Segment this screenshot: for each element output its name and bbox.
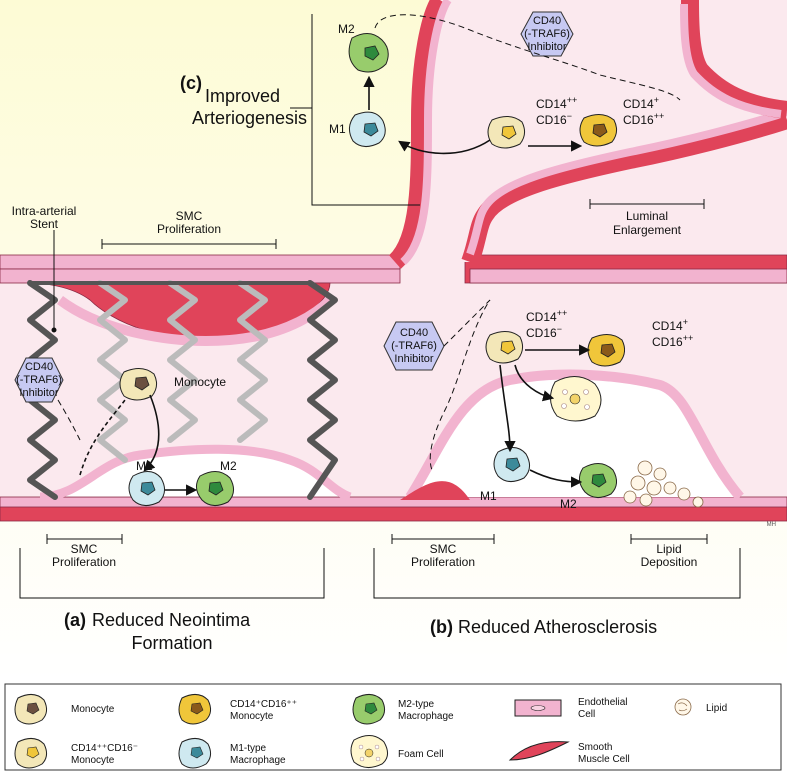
legend-monocyte-label: Monocyte: [71, 704, 115, 715]
panel-b-letter: (b): [430, 617, 453, 637]
inhibitor-hexagon-a: CD40 (-TRAF6) Inhibitor: [14, 357, 64, 403]
intermediate-monocyte-c: [579, 114, 618, 147]
inhibitor-a-line1: CD40: [25, 361, 53, 373]
m2-macrophage-a: [196, 471, 234, 506]
legend-lipid-label: Lipid: [706, 703, 727, 714]
legend-smc-label-1: Smooth: [578, 742, 612, 753]
legend-m1-label-2: Macrophage: [230, 755, 286, 766]
stent-label-1: Intra-arterial: [12, 204, 77, 218]
m1-macrophage-b: [493, 447, 530, 482]
classical-monocyte-b: [485, 331, 524, 364]
inhibitor-c-line3: Inhibitor: [527, 41, 566, 53]
legend-m1-label-1: M1-type: [230, 743, 267, 754]
legend-foam-cell-icon: [350, 735, 388, 768]
panel-c-title-line2: Arteriogenesis: [192, 108, 307, 128]
legend-cd14-cd16-label-1: CD14⁺CD16⁺⁺: [230, 699, 297, 710]
legend-monocyte-icon: [14, 694, 48, 725]
m2-label-b: M2: [560, 497, 577, 511]
legend-m1-macrophage-icon: [178, 738, 212, 769]
monocyte-a: [119, 368, 158, 401]
panel-c-letter: (c): [180, 73, 202, 93]
legend-endothelial-label-2: Cell: [578, 709, 595, 720]
legend-smooth-muscle-cell-icon: [508, 741, 570, 761]
panel-a-letter: (a): [64, 610, 86, 630]
brackets: [19, 14, 741, 599]
legend-lipid-icon: [674, 698, 692, 716]
inhibitor-c-line2: (-TRAF6): [524, 28, 570, 40]
inhibitor-b-line2: (-TRAF6): [391, 340, 437, 352]
cd16pp-label-c: CD16++: [623, 111, 664, 127]
legend-endothelial-cell-icon: [514, 699, 562, 717]
legend-classical-label-1: CD14⁺⁺CD16⁻: [71, 743, 138, 754]
m1-label-b: M1: [480, 489, 497, 503]
stent: [27, 280, 338, 500]
m2-label-a: M2: [220, 459, 237, 473]
stent-label-2: Stent: [30, 217, 59, 231]
smc-a-label-1: SMC: [71, 542, 98, 556]
smc-b-label-2: Proliferation: [411, 555, 475, 569]
classical-monocyte-c: [487, 116, 526, 149]
cd16m-label-b: CD16−: [526, 324, 562, 340]
m2-macrophage-c: [348, 33, 389, 73]
smc-top-label-1: SMC: [176, 209, 203, 223]
m2-macrophage-b: [579, 463, 617, 498]
monocyte-label-a: Monocyte: [174, 375, 226, 389]
cd14p-label-b: CD14+: [652, 317, 688, 333]
labels: (c) Improved Arteriogenesis M2 M1 CD14++…: [12, 22, 776, 653]
legend-endothelial-label-1: Endothelial: [578, 697, 627, 708]
smc-b-label-1: SMC: [430, 542, 457, 556]
plaque-right: [400, 369, 744, 501]
legend-classical-monocyte-icon: [14, 738, 48, 769]
panel-a-title-line1: Reduced Neointima: [92, 610, 251, 630]
inhibitor-a-line2: (-TRAF6): [16, 374, 62, 386]
signature: MH: [767, 522, 776, 528]
m1-macrophage-a: [128, 471, 165, 506]
arrows: [79, 75, 591, 496]
smc-a-label-2: Proliferation: [52, 555, 116, 569]
m2-label-c: M2: [338, 22, 355, 36]
inhibitor-a-line3: Inhibitor: [19, 387, 58, 399]
panel-b-title: Reduced Atherosclerosis: [458, 617, 657, 637]
cd16pp-label-b: CD16++: [652, 333, 693, 349]
lipid-droplets: [623, 460, 704, 508]
m1-macrophage-c: [349, 111, 386, 147]
foam-cell-b: [550, 376, 602, 422]
legend-classical-label-2: Monocyte: [71, 755, 115, 766]
lipid-label-1: Lipid: [656, 542, 681, 556]
intermediate-monocyte-b: [587, 334, 626, 367]
panel-c-title-line1: Improved: [205, 86, 280, 106]
smc-top-label-2: Proliferation: [157, 222, 221, 236]
cd16m-label-c: CD16−: [536, 111, 572, 127]
cd14pp-label-c: CD14++: [536, 95, 577, 111]
dashed-links: [57, 14, 681, 471]
legend-cd14-cd16-label-2: Monocyte: [230, 711, 274, 722]
inhibitor-b-line1: CD40: [400, 327, 428, 339]
legend-m2-macrophage-icon: [352, 694, 386, 725]
lipid-label-2: Deposition: [641, 555, 698, 569]
cd14p-label-c: CD14+: [623, 95, 659, 111]
legend-smc-label-2: Muscle Cell: [578, 754, 630, 765]
luminal-label-1: Luminal: [626, 209, 668, 223]
inhibitor-c-line1: CD40: [533, 15, 561, 27]
luminal-label-2: Enlargement: [613, 223, 682, 237]
panel-a-title-line2: Formation: [131, 633, 212, 653]
legend-cd14-cd16-monocyte-icon: [178, 694, 212, 725]
cd14pp-label-b: CD14++: [526, 308, 567, 324]
legend: Monocyte CD14⁺CD16⁺⁺ Monocyte M2-type Ma…: [4, 683, 782, 771]
legend-m2-label-2: Macrophage: [398, 711, 454, 722]
legend-foam-cell-label: Foam Cell: [398, 749, 444, 760]
m1-label-a: M1: [136, 459, 153, 473]
m1-label-c: M1: [329, 122, 346, 136]
inhibitor-hexagon-c: CD40 (-TRAF6) Inhibitor: [520, 11, 574, 57]
inhibitor-b-line3: Inhibitor: [394, 353, 433, 365]
inhibitor-hexagon-b: CD40 (-TRAF6) Inhibitor: [383, 321, 445, 371]
legend-m2-label-1: M2-type: [398, 699, 435, 710]
